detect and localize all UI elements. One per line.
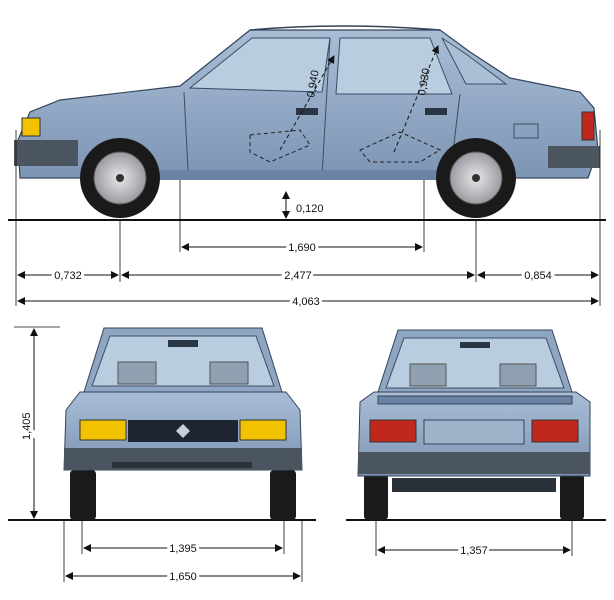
- front-right-seat: [209, 361, 249, 385]
- seatback-front-label: 0,940: [305, 69, 322, 98]
- side-view: 0,940 0,930 0,120 1,690 0: [8, 25, 606, 311]
- side-extension-lines: [15, 130, 601, 306]
- front-left-headlight: [79, 419, 127, 441]
- front-badge: [176, 424, 190, 438]
- rear-quarter-window: [441, 37, 508, 85]
- front-view: 1,405 1,395 1,650: [8, 326, 316, 586]
- front-right-headlight: [239, 419, 287, 441]
- front-air-intake: [112, 462, 252, 468]
- front-seat-outline: [249, 129, 311, 163]
- seatback-rear-label: 0,930: [416, 67, 433, 96]
- fuel-flap: [513, 123, 539, 139]
- side-body: [17, 29, 599, 179]
- front-headlight: [21, 117, 41, 137]
- rear-right-taillight: [531, 419, 579, 443]
- licence-plate-area: [423, 419, 525, 445]
- rear-wheel: [436, 138, 516, 218]
- wheelbase-label: 2,477: [284, 270, 312, 282]
- rear-left-headrest: [409, 363, 447, 387]
- door-line-front: [183, 91, 189, 171]
- rear-spoiler: [377, 395, 573, 405]
- ground-clearance-label: 0,120: [296, 203, 324, 215]
- front-left-tire: [70, 470, 96, 520]
- rear-bumper: [548, 146, 600, 168]
- rear-right-headrest: [499, 363, 537, 387]
- rear-seatback-dimension: [393, 45, 440, 153]
- overall-width-label: 1,650: [169, 571, 197, 583]
- overall-length-label: 4,063: [292, 296, 320, 308]
- rear-track-label: 1,357: [460, 545, 488, 557]
- rear-view-mirror: [168, 340, 198, 347]
- rear-view-bumper: [358, 452, 590, 474]
- height-label: 1,405: [21, 412, 33, 440]
- rear-seat-outline: [359, 131, 442, 163]
- side-sill: [160, 170, 460, 180]
- rear-view: 1,357: [346, 329, 606, 560]
- front-left-seat: [117, 361, 157, 385]
- rear-side-window: [335, 37, 453, 95]
- rear-left-taillight: [369, 419, 417, 443]
- side-roof: [249, 25, 441, 31]
- front-overhang-label: 0,732: [54, 270, 82, 282]
- front-track-label: 1,395: [169, 543, 197, 555]
- front-wheel: [80, 138, 160, 218]
- interior-length-label: 1,690: [288, 242, 316, 254]
- rear-brake-light: [460, 342, 490, 348]
- rear-right-tire: [560, 474, 584, 520]
- rear-door-handle: [425, 108, 447, 115]
- front-bumper: [14, 140, 78, 166]
- rear-left-tire: [364, 474, 388, 520]
- rear-taillight: [581, 111, 595, 141]
- rear-underbody: [392, 478, 556, 492]
- front-right-tire: [270, 470, 296, 520]
- rear-overhang-label: 0,854: [524, 270, 552, 282]
- front-door-handle: [296, 108, 318, 115]
